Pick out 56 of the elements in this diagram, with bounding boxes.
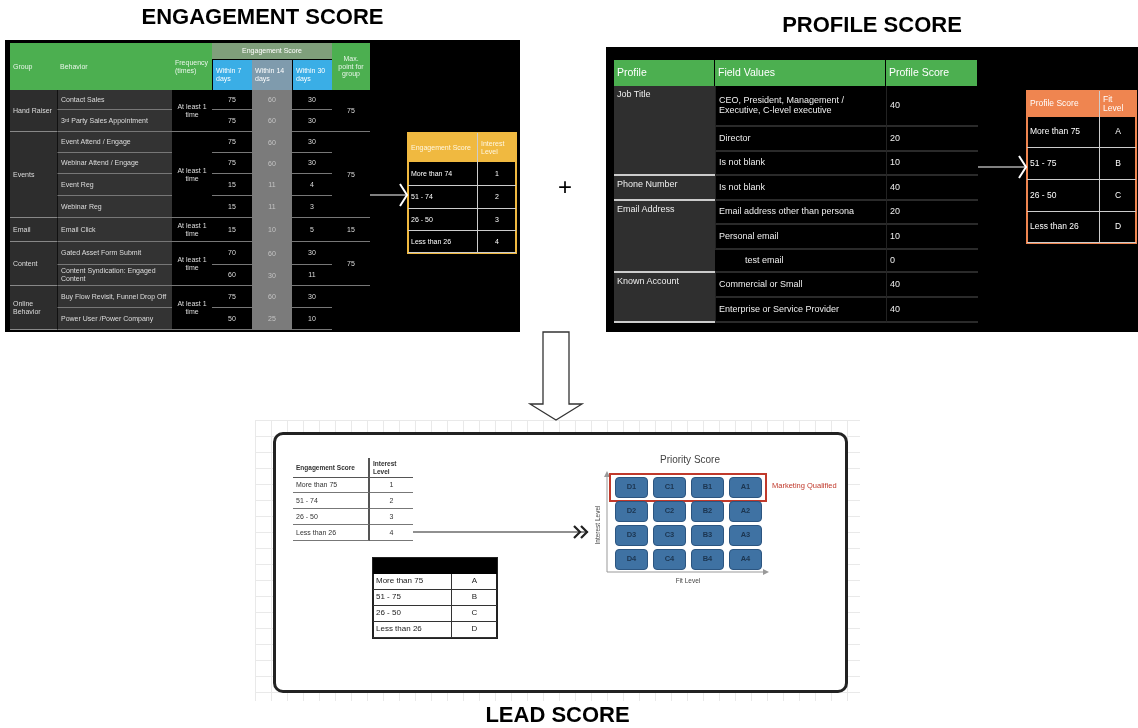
row-group-name: Known Account [614,273,715,323]
table-text: D [1100,212,1136,243]
column-header: Field Values [715,60,886,86]
table-text: Email address other than persona [715,201,886,225]
table-text: A [452,574,497,590]
plus-sign: + [557,171,573,202]
section-title: ENGAGEMENT SCORE [140,4,385,30]
row-group-name: Job Title [614,86,715,176]
score-table [10,43,370,330]
table-text: Personal email [715,225,886,250]
table-text: Is not blank [715,176,886,201]
table-text: 40 [886,273,978,298]
block-arrow [527,331,585,421]
table-text: Less than 26 [1027,212,1100,243]
table-text: A [1100,117,1136,148]
table-text: C [1100,180,1136,212]
table-text: 26 - 50 [373,606,452,622]
table-text: Less than 26 [373,622,452,638]
table-text: Enterprise or Service Provider [715,298,886,323]
highlight-frame [610,474,766,501]
table-text: 51 - 75 [1027,148,1100,180]
chevron-arrow [369,183,409,207]
score-table [408,133,516,253]
row-group-name: Email Address [614,201,715,273]
table-text: 20 [886,127,978,152]
row-group-name: Phone Number [614,176,715,201]
table-text: C [452,606,497,622]
table-text: Is not blank [715,152,886,176]
table-text: 10 [886,225,978,250]
section-title: PROFILE SCORE [781,12,963,38]
table-text: More than 75 [1027,117,1100,148]
table-text: 40 [886,86,978,127]
table-text: Director [715,127,886,152]
table-text: 20 [886,201,978,225]
table-text: Commercial or Small [715,273,886,298]
column-header: Fit Level [1100,91,1136,117]
column-header: Profile [614,60,715,86]
table-text: CEO, President, Management / Executive, C-level executive [715,86,886,127]
table-text: 40 [886,298,978,323]
table-text: 40 [886,176,978,201]
chart-title: Priority Score [659,454,721,465]
score-table [1027,91,1136,243]
score-table [614,60,978,323]
column-header: Profile Score [886,60,978,86]
column-header: Profile Score [1027,91,1100,117]
table-text: 26 - 50 [1027,180,1100,212]
table-text: More than 75 [373,574,452,590]
table-text: 10 [886,152,978,176]
table-text: 0 [886,250,978,273]
table-text: B [452,590,497,606]
section-title: LEAD SCORE [484,702,631,728]
table-text: B [1100,148,1136,180]
table-text: 51 - 75 [373,590,452,606]
chevron-arrow [977,155,1028,179]
table-text: D [452,622,497,638]
score-table [373,558,497,638]
